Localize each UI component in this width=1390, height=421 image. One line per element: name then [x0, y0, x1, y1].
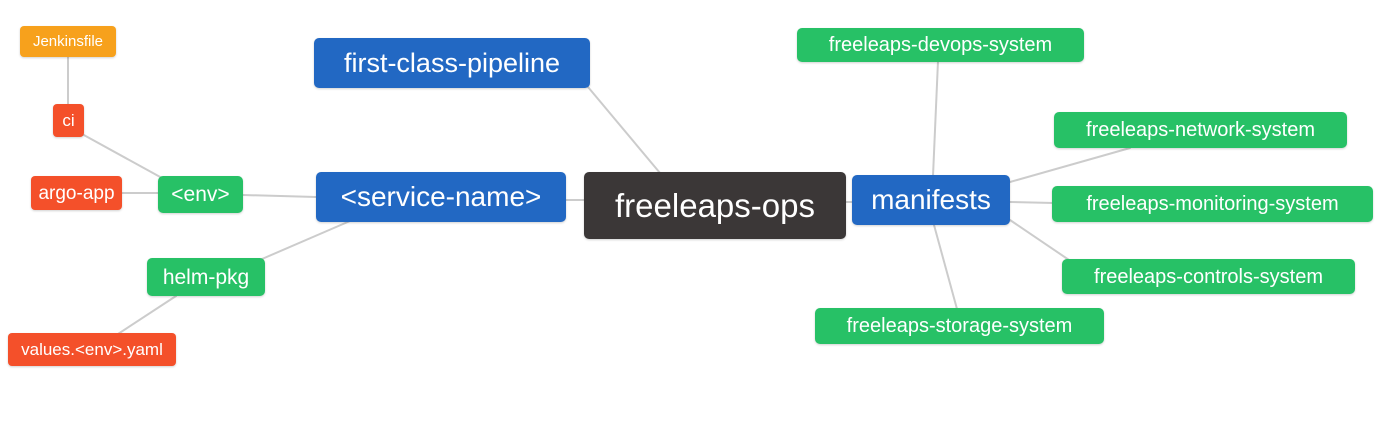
node-env[interactable]: <env> [158, 176, 243, 213]
edge-manifests-controls [1009, 219, 1073, 263]
edge-ci-env [81, 133, 163, 179]
node-manifests[interactable]: manifests [852, 175, 1010, 225]
edge-manifests-network [1009, 147, 1131, 183]
node-argo-app[interactable]: argo-app [31, 176, 122, 210]
edge-manifests-storage [933, 224, 958, 310]
node-freeleaps-network-system[interactable]: freeleaps-network-system [1054, 112, 1347, 148]
node-freeleaps-devops-system[interactable]: freeleaps-devops-system [797, 28, 1084, 62]
edge-helm-pkg-service-name [261, 220, 351, 260]
node-jenkinsfile[interactable]: Jenkinsfile [20, 26, 116, 57]
edge-manifests-monitoring [1009, 201, 1055, 204]
node-helm-pkg[interactable]: helm-pkg [147, 258, 265, 296]
node-freeleaps-controls-system[interactable]: freeleaps-controls-system [1062, 259, 1355, 294]
node-values-env-yaml[interactable]: values.<env>.yaml [8, 333, 176, 366]
node-freeleaps-ops[interactable]: freeleaps-ops [584, 172, 846, 239]
edge-values-helm-pkg [117, 295, 177, 335]
edge-manifests-devops [932, 60, 939, 177]
edge-pipeline-freeleaps-ops [587, 86, 661, 174]
node-first-class-pipeline[interactable]: first-class-pipeline [314, 38, 590, 88]
node-ci[interactable]: ci [53, 104, 84, 137]
edge-env-service-name [242, 194, 317, 198]
node-service-name[interactable]: <service-name> [316, 172, 566, 222]
node-freeleaps-storage-system[interactable]: freeleaps-storage-system [815, 308, 1104, 344]
node-freeleaps-monitoring-system[interactable]: freeleaps-monitoring-system [1052, 186, 1373, 222]
